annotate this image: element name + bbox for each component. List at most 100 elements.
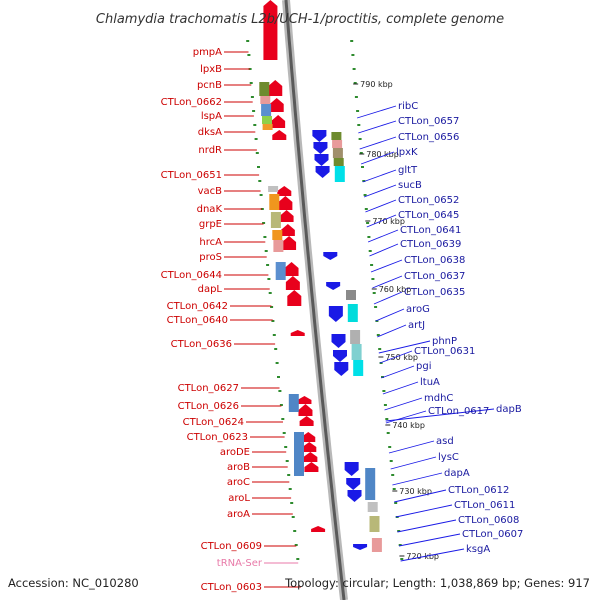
right-label-connector: [375, 308, 405, 322]
gc-dot-inner: [398, 544, 402, 546]
right-label-connector: [382, 381, 419, 395]
gene-label-left: CTLon_0642: [167, 301, 228, 312]
gc-dot-inner: [357, 124, 361, 126]
right-label-connector: [390, 456, 437, 470]
gene-label-right: ltuA: [420, 377, 440, 388]
kbp-tick-label: 770 kbp: [372, 217, 405, 226]
right-label-connector: [367, 229, 399, 243]
gc-dot-inner: [386, 432, 390, 434]
right-label-connector: [372, 275, 403, 289]
label-connectors: [224, 51, 495, 588]
gc-dot-outer: [246, 40, 250, 42]
cog-block: [369, 516, 380, 532]
gene-label-left: CTLon_0626: [178, 401, 239, 412]
gc-dot-inner: [367, 236, 371, 238]
right-label-connector: [394, 489, 447, 503]
gc-dot-inner: [363, 194, 367, 196]
gc-dot-outer: [278, 390, 282, 392]
gc-dot-outer: [264, 250, 268, 252]
gene-label-left: hrcA: [199, 237, 222, 248]
gc-dot-outer: [257, 166, 260, 168]
kbp-tick-label: 760 kbp: [379, 285, 412, 294]
gene-label-right: sucB: [398, 180, 422, 191]
reverse-gene-arrow: [334, 362, 349, 376]
gene-label-right: pgi: [416, 361, 431, 372]
gc-dot-inner: [358, 138, 362, 140]
right-label-connector: [369, 243, 399, 257]
cog-block: [272, 230, 283, 240]
gc-dot-outer: [287, 474, 291, 476]
reverse-gene-arrow: [333, 350, 348, 362]
gene-label-left: CTLon_0603: [201, 582, 262, 593]
map-title: Chlamydia trachomatis L2b/UCH-1/proctiti…: [96, 12, 504, 27]
gc-dot-inner: [397, 530, 401, 532]
cog-block: [262, 124, 273, 130]
reverse-gene-arrow: [331, 334, 346, 348]
gc-dot-inner: [400, 558, 404, 560]
gene-label-left: CTLon_0624: [183, 417, 244, 428]
gc-dot-outer: [253, 124, 257, 126]
forward-gene-arrow: [290, 330, 305, 336]
gene-label-left: CTLon_0644: [161, 270, 222, 281]
gc-dot-inner: [351, 54, 355, 56]
right-label-connector: [392, 472, 443, 486]
gc-dot-outer: [284, 446, 288, 448]
gc-dot-outer: [279, 404, 283, 406]
cog-block: [351, 344, 362, 360]
cog-block: [260, 96, 271, 104]
right-label-connector: [362, 169, 397, 183]
reverse-gene-arrow: [323, 252, 338, 260]
cog-block: [365, 468, 376, 500]
gene-label-right: CTLon_0637: [404, 271, 465, 282]
gc-dot-inner: [385, 418, 389, 420]
right-label-connector: [360, 151, 395, 165]
gene-label-right: dapB: [496, 404, 522, 415]
gc-dot-outer: [291, 516, 295, 518]
kbp-tick-label: 790 kbp: [360, 80, 393, 89]
forward-gene-arrow: [287, 290, 302, 306]
cog-block: [332, 140, 343, 148]
gene-label-right: CTLon_0641: [400, 225, 461, 236]
gc-dot-outer: [281, 418, 285, 420]
gene-label-left: CTLon_0609: [201, 541, 262, 552]
gc-dot-inner: [378, 348, 382, 350]
cog-block: [371, 538, 382, 552]
gene-label-right: lpxK: [396, 147, 418, 158]
gc-dot-inner: [375, 320, 379, 322]
forward-gene-arrow: [297, 396, 312, 404]
right-label-connector: [384, 397, 423, 411]
kbp-tick-label: 780 kbp: [366, 150, 399, 159]
forward-gene-arrow: [271, 115, 286, 128]
gc-dot-inner: [394, 502, 398, 504]
gene-track: [263, 0, 368, 550]
accession-text: Accession: NC_010280: [8, 576, 139, 590]
gene-label-right: CTLon_0612: [448, 485, 509, 496]
kbp-tick-label: 750 kbp: [385, 353, 418, 362]
forward-gene-arrow: [301, 432, 316, 442]
gene-label-right: CTLon_0608: [458, 515, 519, 526]
gc-dot-outer: [277, 376, 280, 378]
gene-label-left: CTLon_0636: [171, 339, 232, 350]
gene-label-left: grpE: [199, 219, 222, 230]
topology-summary: Topology: circular; Length: 1,038,869 bp…: [284, 576, 590, 590]
right-label-connector: [370, 259, 403, 273]
gc-dot-inner: [382, 390, 386, 392]
right-label-connector: [363, 184, 397, 198]
cog-block: [332, 148, 343, 158]
gene-label-left: dksA: [198, 127, 222, 138]
gene-label-left: aroDE: [220, 447, 250, 458]
cog-track: [259, 82, 382, 552]
gc-dot-inner: [379, 362, 383, 364]
right-label-connector: [378, 340, 431, 354]
cog-block: [288, 394, 299, 412]
gc-dot-inner: [366, 222, 370, 224]
forward-gene-arrow: [299, 416, 314, 426]
gc-dot-outer: [268, 292, 272, 294]
reverse-gene-arrow: [353, 544, 368, 550]
gene-label-left: aroA: [227, 509, 250, 520]
gc-dot-inner: [376, 334, 380, 336]
gc-dot-inner: [371, 278, 375, 280]
gc-dot-outer: [275, 362, 279, 364]
gc-dot-outer: [258, 180, 262, 182]
cog-block: [262, 116, 272, 124]
